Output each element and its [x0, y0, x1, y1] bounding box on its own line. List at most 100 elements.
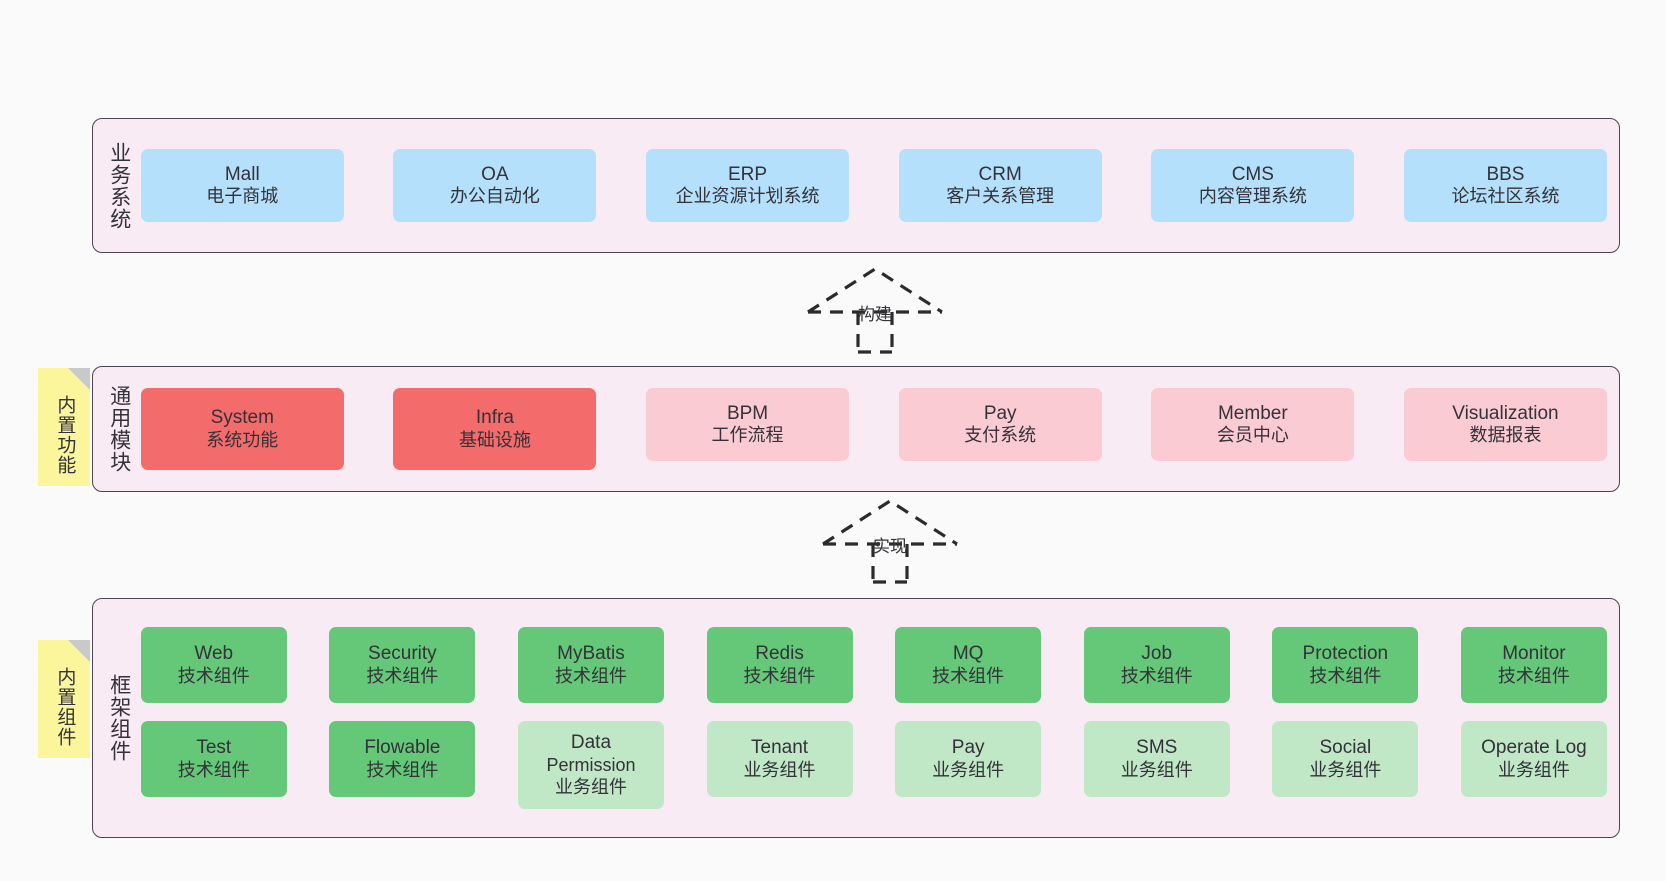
- layer-body-business-systems: Mall 电子商城 OA 办公自动化 ERP 企业资源计划系统 CRM 客户关系…: [137, 119, 1619, 252]
- node-web[interactable]: Web 技术组件: [140, 627, 287, 703]
- node-member[interactable]: Member 会员中心: [1151, 388, 1355, 461]
- node-title: Infra: [475, 407, 514, 429]
- node-mq[interactable]: MQ 技术组件: [895, 627, 1042, 703]
- node-title: Web: [194, 643, 234, 665]
- node-job[interactable]: Job 技术组件: [1083, 627, 1230, 703]
- node-subtitle: 技术组件: [177, 759, 250, 780]
- node-title: CMS: [1231, 163, 1274, 185]
- node-subtitle: 系统功能: [206, 429, 279, 450]
- node-title-cont: Permission: [546, 754, 636, 775]
- node-subtitle: 技术组件: [1497, 665, 1570, 686]
- node-title: Mall: [224, 163, 260, 185]
- node-sms[interactable]: SMS 业务组件: [1083, 721, 1230, 797]
- node-subtitle: 支付系统: [964, 425, 1037, 446]
- node-system[interactable]: System 系统功能: [140, 388, 344, 470]
- node-redis[interactable]: Redis 技术组件: [706, 627, 853, 703]
- connector-build-label: 构建: [858, 305, 892, 324]
- node-subtitle: 技术组件: [932, 665, 1005, 686]
- node-pay-business[interactable]: Pay 业务组件: [895, 721, 1042, 797]
- layer-caption-framework-components: 框架组件: [107, 674, 131, 762]
- node-title: Data: [570, 732, 612, 754]
- node-subtitle: 业务组件: [1309, 759, 1382, 780]
- node-mybatis[interactable]: MyBatis 技术组件: [517, 627, 664, 703]
- sticky-fold-corner: [68, 640, 90, 662]
- node-erp[interactable]: ERP 企业资源计划系统: [646, 149, 850, 222]
- node-title: Flowable: [364, 737, 441, 759]
- node-mall[interactable]: Mall 电子商城: [140, 149, 344, 222]
- node-flowable[interactable]: Flowable 技术组件: [329, 721, 476, 797]
- layer-business-systems: 业务系统 Mall 电子商城 OA 办公自动化 ERP 企业资源计划系统 CRM: [92, 118, 1620, 253]
- node-subtitle: 基础设施: [458, 429, 531, 450]
- node-subtitle: 会员中心: [1216, 425, 1289, 446]
- node-title: OA: [481, 163, 509, 185]
- node-title: Security: [368, 643, 437, 665]
- node-title: ERP: [728, 163, 768, 185]
- node-crm[interactable]: CRM 客户关系管理: [898, 149, 1102, 222]
- layer-common-modules: 通用模块 System 系统功能 Infra 基础设施 BPM 工作流程 Pay: [92, 366, 1620, 492]
- node-title: Pay: [983, 402, 1017, 424]
- node-subtitle: 企业资源计划系统: [675, 186, 820, 207]
- node-subtitle: 办公自动化: [449, 186, 540, 207]
- node-title: Social: [1319, 737, 1372, 759]
- node-subtitle: 业务组件: [1120, 759, 1193, 780]
- node-title: Test: [196, 737, 232, 759]
- node-subtitle: 技术组件: [366, 759, 439, 780]
- node-operate-log[interactable]: Operate Log 业务组件: [1460, 721, 1607, 797]
- layer-body-common-modules: System 系统功能 Infra 基础设施 BPM 工作流程 Pay 支付系统…: [137, 367, 1619, 491]
- node-title: Pay: [951, 737, 985, 759]
- node-subtitle: 技术组件: [177, 665, 250, 686]
- node-title: Member: [1217, 402, 1288, 424]
- node-subtitle: 内容管理系统: [1198, 186, 1307, 207]
- node-subtitle: 技术组件: [554, 665, 627, 686]
- connector-implement: 实现: [815, 496, 965, 584]
- connector-implement-arrow: [822, 499, 958, 584]
- node-cms[interactable]: CMS 内容管理系统: [1151, 149, 1355, 222]
- sticky-note-builtin-components: 内置组件: [38, 640, 90, 758]
- node-social[interactable]: Social 业务组件: [1272, 721, 1419, 797]
- node-test[interactable]: Test 技术组件: [140, 721, 287, 797]
- layer-caption-business-systems: 业务系统: [107, 141, 131, 230]
- layer-caption-common-modules: 通用模块: [107, 385, 131, 473]
- node-row: System 系统功能 Infra 基础设施 BPM 工作流程 Pay 支付系统…: [140, 388, 1607, 470]
- node-title: BBS: [1486, 163, 1525, 185]
- node-title: MQ: [952, 643, 984, 665]
- node-subtitle: 业务组件: [932, 759, 1005, 780]
- connector-implement-label: 实现: [873, 537, 907, 556]
- node-bbs[interactable]: BBS 论坛社区系统: [1403, 149, 1607, 222]
- node-title: Protection: [1302, 643, 1389, 665]
- node-infra[interactable]: Infra 基础设施: [393, 388, 597, 470]
- node-row: Web 技术组件 Security 技术组件 MyBatis 技术组件 Redi…: [140, 627, 1607, 703]
- node-row: Mall 电子商城 OA 办公自动化 ERP 企业资源计划系统 CRM 客户关系…: [140, 149, 1607, 222]
- node-title: MyBatis: [557, 643, 625, 665]
- node-pay[interactable]: Pay 支付系统: [898, 388, 1102, 461]
- node-subtitle: 技术组件: [366, 665, 439, 686]
- node-subtitle: 论坛社区系统: [1451, 186, 1560, 207]
- node-security[interactable]: Security 技术组件: [329, 627, 476, 703]
- node-visualization[interactable]: Visualization 数据报表: [1403, 388, 1607, 461]
- sticky-note-builtin-features: 内置功能: [38, 368, 90, 486]
- node-subtitle: 电子商城: [206, 186, 279, 207]
- node-bpm[interactable]: BPM 工作流程: [646, 388, 850, 461]
- node-oa[interactable]: OA 办公自动化: [393, 149, 597, 222]
- node-subtitle: 客户关系管理: [946, 186, 1055, 207]
- node-title: SMS: [1136, 737, 1178, 759]
- node-data-permission[interactable]: Data Permission 业务组件: [517, 721, 664, 809]
- node-title: BPM: [726, 402, 769, 424]
- node-title: Visualization: [1452, 402, 1559, 424]
- node-title: Operate Log: [1481, 737, 1587, 759]
- node-subtitle: 数据报表: [1469, 425, 1542, 446]
- node-title: Redis: [755, 643, 804, 665]
- node-tenant[interactable]: Tenant 业务组件: [706, 721, 853, 797]
- sticky-fold-corner: [68, 368, 90, 390]
- node-title: Tenant: [751, 737, 809, 759]
- node-title: Job: [1141, 643, 1173, 665]
- connector-build: 构建: [800, 264, 950, 354]
- sticky-note-label: 内置功能: [54, 395, 76, 475]
- node-monitor[interactable]: Monitor 技术组件: [1460, 627, 1607, 703]
- layer-framework-components: 框架组件 Web 技术组件 Security 技术组件 MyBatis 技术组件…: [92, 598, 1620, 838]
- node-subtitle: 业务组件: [743, 759, 816, 780]
- node-protection[interactable]: Protection 技术组件: [1272, 627, 1419, 703]
- node-subtitle: 技术组件: [743, 665, 816, 686]
- connector-build-arrow: [807, 267, 943, 354]
